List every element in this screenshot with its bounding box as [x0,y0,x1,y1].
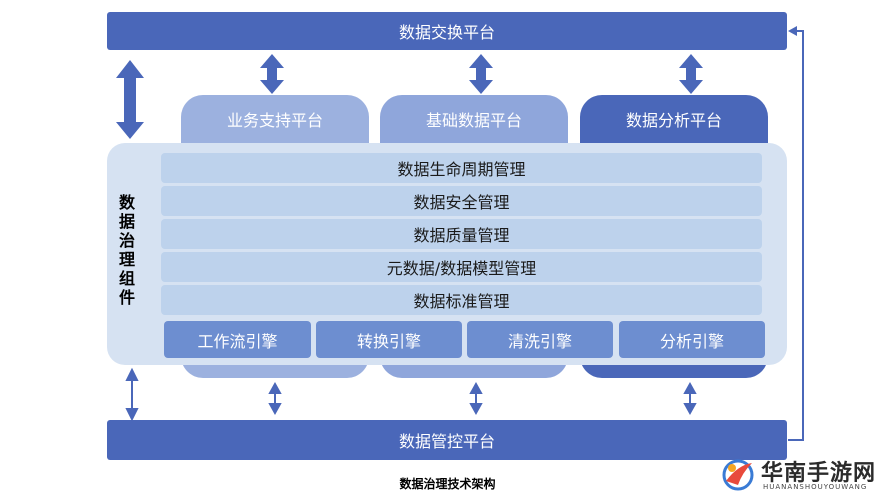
layer-quality: 数据质量管理 [161,219,762,249]
watermark-logo-icon [722,459,754,491]
engine-transform: 转换引擎 [316,321,462,358]
data-exchange-platform-label: 数据交换平台 [398,23,495,42]
platform-data-analysis-label: 数据分析平台 [625,111,722,130]
engine-analysis: 分析引擎 [619,321,765,358]
watermark: 华南手游网 HUANANSHOUYOUWANG [716,455,891,497]
engine-cleanse: 清洗引擎 [467,321,613,358]
platform-business-support-label: 业务支持平台 [226,111,323,130]
engine-workflow: 工作流引擎 [164,321,311,358]
arrow-exchange-platform-3 [679,54,703,94]
arrow-control-to-exchange [788,30,804,441]
data-control-platform-label: 数据管控平台 [398,432,495,451]
watermark-subtitle: HUANANSHOUYOUWANG [763,483,868,491]
governance-label: 数据治理组件 [118,193,135,307]
arrow-exchange-platform-1 [260,54,284,94]
layer-security: 数据安全管理 [161,186,762,216]
data-exchange-platform: 数据交换平台 [107,12,787,50]
layer-lifecycle: 数据生命周期管理 [161,153,762,183]
arrow-exchange-governance [116,60,144,139]
platform-basic-data-label: 基础数据平台 [425,111,522,130]
arrow-exchange-platform-2 [469,54,493,94]
layer-metadata: 元数据/数据模型管理 [161,252,762,282]
figure-caption: 数据治理技术架构 [399,477,496,491]
data-control-platform: 数据管控平台 [107,420,787,460]
layer-standard: 数据标准管理 [161,285,762,315]
watermark-title: 华南手游网 [761,461,877,486]
